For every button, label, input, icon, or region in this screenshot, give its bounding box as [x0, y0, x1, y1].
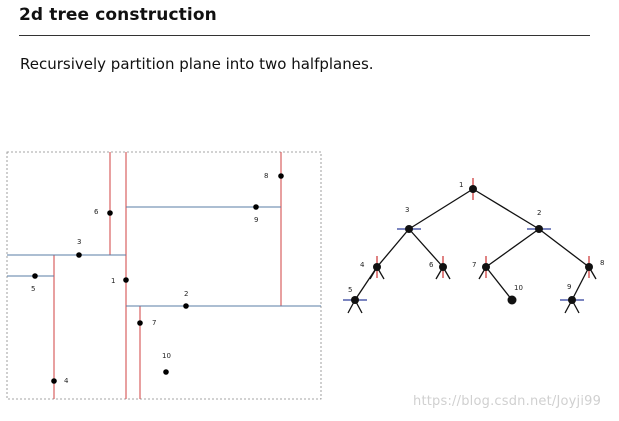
point-label-10: 10: [162, 352, 171, 360]
node-label-10: 10: [514, 284, 523, 292]
point-4: [51, 378, 57, 384]
node-label-5: 5: [348, 286, 352, 294]
point-label-4: 4: [64, 377, 69, 385]
node-label-6: 6: [429, 261, 434, 269]
page-subtitle: Recursively partition plane into two hal…: [20, 55, 374, 73]
node-4: [373, 263, 381, 271]
node-3: [405, 225, 413, 233]
edge-2-7: [485, 228, 540, 268]
point-10: [163, 369, 169, 375]
point-2: [183, 303, 189, 309]
point-label-2: 2: [184, 290, 188, 298]
edge-3-6: [408, 228, 444, 268]
point-5: [32, 273, 38, 279]
node-label-8: 8: [600, 259, 604, 267]
title-divider: [19, 35, 590, 36]
point-9: [253, 204, 259, 210]
point-3: [76, 252, 82, 258]
node-label-7: 7: [472, 261, 476, 269]
point-8: [278, 173, 284, 179]
point-1: [123, 277, 129, 283]
watermark-url: https://blog.csdn.net/Joyji99: [413, 394, 602, 409]
point-label-5: 5: [31, 285, 35, 293]
node-label-1: 1: [459, 181, 463, 189]
node-1: [469, 185, 477, 193]
tree-edges: [354, 188, 590, 301]
node-label-2: 2: [537, 209, 541, 217]
point-label-9: 9: [254, 216, 258, 224]
point-6: [107, 210, 113, 216]
edge-1-3: [408, 188, 474, 230]
tree-nodes: [351, 185, 593, 305]
partition-plane: 1 2 3 4 5 6 7 8 9 10: [6, 151, 322, 400]
node-6: [439, 263, 447, 271]
edge-2-8: [538, 228, 590, 268]
page-title: 2d tree construction: [19, 5, 217, 25]
node-5: [351, 296, 359, 304]
point-label-6: 6: [94, 208, 99, 216]
tree-structure: 1 2 3 4 5 6 7 8 9 10: [343, 178, 604, 314]
node-8: [585, 263, 593, 271]
node-label-3: 3: [405, 206, 409, 214]
node-9: [568, 296, 576, 304]
node-7: [482, 263, 490, 271]
plane-frame: [6, 151, 322, 400]
node-label-4: 4: [360, 261, 365, 269]
point-label-8: 8: [264, 172, 268, 180]
edge-1-2: [472, 188, 540, 230]
point-label-3: 3: [77, 238, 81, 246]
edge-3-4: [376, 228, 410, 268]
node-10: [507, 295, 517, 305]
edge-7-10: [485, 266, 513, 301]
node-2: [535, 225, 543, 233]
point-label-1: 1: [111, 277, 115, 285]
edge-8-9: [571, 266, 590, 301]
point-label-7: 7: [152, 319, 156, 327]
node-label-9: 9: [567, 283, 571, 291]
leaf-stubs: [347, 266, 597, 314]
point-7: [137, 320, 143, 326]
